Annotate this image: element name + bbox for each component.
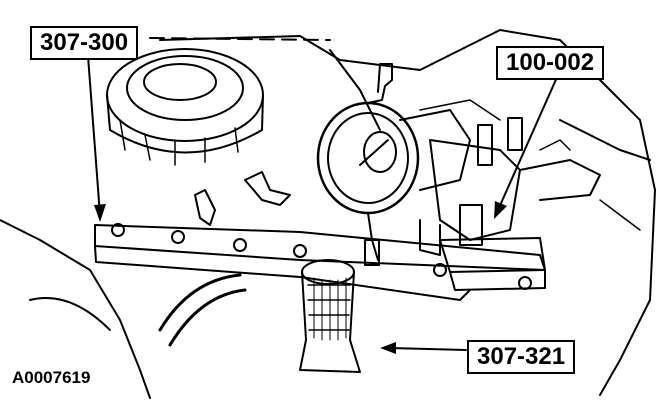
input-shaft	[299, 259, 361, 373]
callout-tool-100-002: 100-002	[496, 46, 605, 80]
retaining-clip	[194, 171, 291, 226]
bracket-assembly	[419, 117, 601, 256]
callout-tool-307-300: 307-300	[30, 26, 139, 60]
seal-ring	[106, 48, 264, 166]
dial-indicator	[316, 63, 471, 266]
figure-number: A0007619	[12, 368, 91, 387]
callout-tool-307-321: 307-321	[467, 340, 576, 374]
leader-arrows	[87, 37, 559, 354]
gauge-block	[439, 237, 546, 291]
bearing-race	[158, 273, 247, 347]
